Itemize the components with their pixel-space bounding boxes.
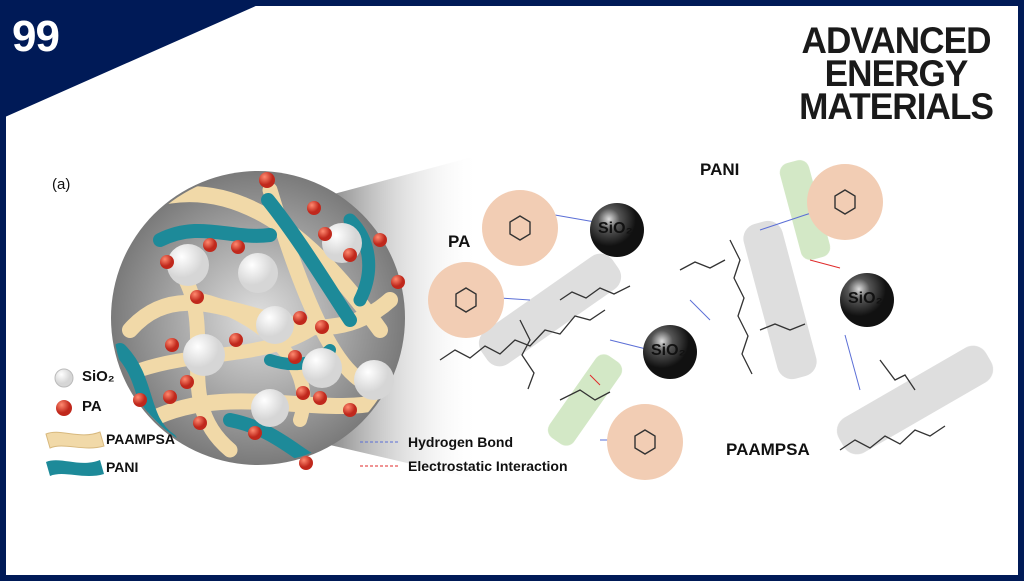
legend-paampsa: PAAMPSA [106, 431, 175, 447]
pani-legend-icon [46, 460, 104, 476]
corner-banner [0, 0, 258, 120]
sio2-particle-label: SiO₂ [651, 342, 686, 359]
logo-line: MATERIALS [799, 86, 994, 127]
paampsa-label: PAAMPSA [726, 440, 810, 459]
paampsa-legend-icon [45, 431, 105, 449]
sio2-legend-icon [54, 368, 74, 388]
legend-sio2: SiO₂ [82, 368, 115, 385]
electrostatic-label: Electrostatic Interaction [408, 458, 568, 474]
pa-legend-icon [56, 400, 72, 416]
pani-label: PANI [700, 160, 740, 179]
sio2-particle-label: SiO₂ [598, 220, 633, 237]
paampsa-backbone-highlight [478, 220, 994, 455]
logo-line: ENERGY [824, 53, 969, 94]
nanocomposite-sphere [111, 171, 405, 470]
sio2-particles [590, 203, 894, 379]
hydrogen-bond-label: Hydrogen Bond [408, 434, 513, 450]
journal-logo: ADVANCED ENERGY MATERIALS [799, 20, 994, 127]
pa-label: PA [448, 232, 471, 251]
pa-molecules [428, 164, 883, 480]
polymer-chains [439, 239, 946, 451]
legend-pa: PA [82, 398, 102, 415]
sio2-particle-label: SiO₂ [848, 290, 883, 307]
panel-label: (a) [52, 176, 71, 193]
slide-number: 99 [12, 12, 60, 61]
legend-pani: PANI [106, 459, 139, 475]
pani-highlight [547, 160, 831, 446]
logo-line: ADVANCED [801, 20, 991, 61]
electrostatic-interactions [589, 259, 841, 386]
